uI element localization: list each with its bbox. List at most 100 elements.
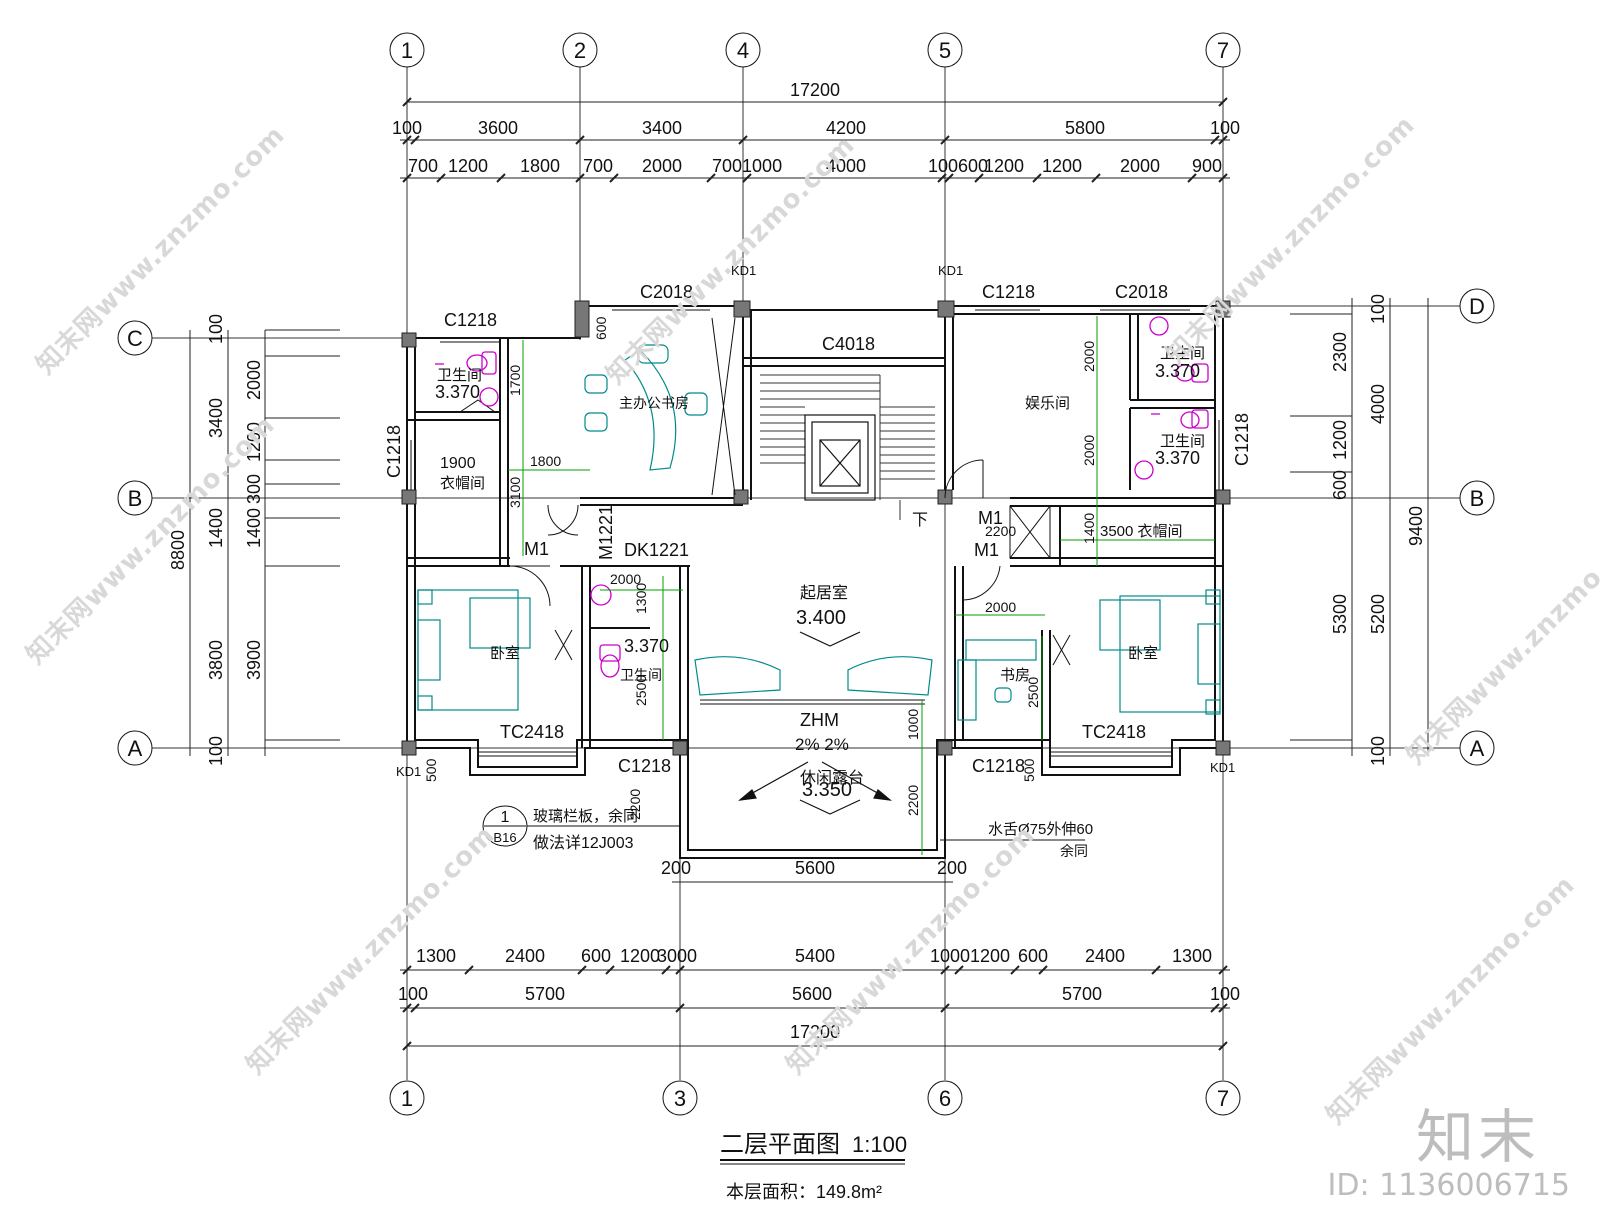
window-label: C1218 — [444, 310, 497, 330]
axis-bubble: A — [1470, 736, 1485, 761]
axis-bubbles-bottom: 1 3 6 7 — [389, 1080, 1241, 1116]
axis-bubble: 7 — [1217, 1086, 1229, 1111]
dim-left: 300 — [244, 474, 264, 504]
dim-top: 100 — [392, 118, 422, 138]
dim-top: 1200 — [448, 156, 488, 176]
slope-arrows — [738, 631, 892, 815]
interior-dim: 3100 — [507, 477, 523, 508]
interior-dim: 2200 — [985, 523, 1016, 539]
dim-top: 5800 — [1065, 118, 1105, 138]
window-label: TC2418 — [500, 722, 564, 742]
window-label: C4018 — [822, 334, 875, 354]
dim-top-total: 17200 — [790, 80, 840, 100]
dim-left-total: 8800 — [168, 530, 188, 570]
interior-dim: 1300 — [633, 583, 649, 614]
watermark-id: ID: 1136006715 — [1327, 1168, 1570, 1203]
room-bath-tr: 卫生间 — [1160, 345, 1205, 362]
window-label: C2018 — [1115, 282, 1168, 302]
note-text: 水舌Ø75外伸60 — [988, 821, 1093, 838]
room-bath-mid: 卫生间 — [620, 667, 662, 683]
dim-balcony: 200 — [937, 858, 967, 878]
dim-right: 2300 — [1330, 332, 1350, 372]
interior-dim: 500 — [1021, 758, 1037, 782]
watermark-logo: 知末 — [1415, 1103, 1540, 1171]
axis-bubble: 3 — [674, 1086, 686, 1111]
detail-notes: 1 B16 玻璃栏板，余同 做法详12J003 水舌Ø75外伸60 余同 — [482, 805, 1093, 859]
dim-top: 4200 — [826, 118, 866, 138]
floor-area: 本层面积：149.8m² — [726, 1182, 882, 1202]
axis-bubble: 6 — [939, 1086, 951, 1111]
dim-top: 4000 — [826, 156, 866, 176]
elevator-icon — [804, 414, 876, 501]
right-dimension-text: 100 2300 1200 600 5300 100 4000 5200 940… — [1330, 294, 1426, 766]
dim-top: 7001000 — [712, 156, 782, 176]
interior-dim: 2000 — [985, 599, 1016, 615]
dim-bottom: 1300 — [416, 946, 456, 966]
door-swings — [459, 317, 1071, 666]
axis-bubble: 5 — [939, 38, 951, 63]
dim-bottom: 2400 — [505, 946, 545, 966]
left-dimension-text: 100 2000 1200 300 1400 3900 100 3400 140… — [168, 314, 264, 766]
slope-label: 2% 2% — [795, 735, 849, 754]
axis-bubble: D — [1469, 294, 1485, 319]
door-label: M1221 — [596, 505, 616, 560]
axis-bubbles-left: C B A — [117, 320, 153, 766]
room-bath-tl: 卫生间 — [437, 367, 482, 384]
drawing-scale: 1:100 — [852, 1132, 907, 1157]
detail-sheet: B16 — [493, 830, 516, 845]
dim-right: 5200 — [1368, 594, 1388, 634]
window-label: C2018 — [640, 282, 693, 302]
stair-steps — [760, 374, 935, 520]
window-label: C1218 — [1232, 413, 1252, 466]
room-bath-mid-elev: 3.370 — [624, 636, 669, 656]
kd-label: KD1 — [938, 263, 963, 278]
dim-left: 3900 — [244, 640, 264, 680]
dim-top: 3400 — [642, 118, 682, 138]
top-dimension-lines — [400, 97, 1230, 183]
dim-right: 600 — [1330, 470, 1350, 500]
room-balcony-elev: 3.350 — [802, 779, 852, 801]
dim-right: 5300 — [1330, 594, 1350, 634]
dim-bottom: 1200 — [620, 946, 660, 966]
interior-dimension-lines — [508, 316, 1215, 855]
interior-dim: 2200 — [627, 789, 643, 820]
axis-bubble: 1 — [401, 1086, 413, 1111]
interior-dim: 2500 — [633, 675, 649, 706]
kd-label: KD1 — [731, 263, 756, 278]
door-label: M1 — [978, 508, 1003, 528]
dim-bottom: 5400 — [795, 946, 835, 966]
dim-right: 1200 — [1330, 420, 1350, 460]
kd-label: KD1 — [1210, 760, 1235, 775]
dim-top: 100 — [1210, 118, 1240, 138]
axis-bubbles-top: 1 2 4 5 7 — [389, 32, 1241, 68]
room-bath-r2: 卫生间 — [1160, 433, 1205, 450]
drawing-title: 二层平面图 — [720, 1131, 840, 1158]
bottom-dimension-lines — [400, 881, 1230, 1051]
room-living: 起居室 — [800, 584, 848, 602]
right-dimension-lines — [1290, 298, 1429, 756]
interior-dim: 1000 — [905, 709, 921, 740]
dim-bottom: 600 — [581, 946, 611, 966]
dim-bottom: 2400 — [1085, 946, 1125, 966]
dim-top: 1800 — [520, 156, 560, 176]
note-text: 做法详12J003 — [533, 834, 634, 852]
room-bath-r2-elev: 3.370 — [1155, 448, 1200, 468]
dim-right: 100 — [1368, 294, 1388, 324]
window-label: C1218 — [972, 756, 1025, 776]
component-labels: C1218 C2018 KD1 KD1 C1218 C2018 C4018 C1… — [384, 263, 1252, 820]
interior-dim: 600 — [593, 316, 609, 340]
interior-dim: 2000 — [610, 571, 641, 587]
axis-bubbles-right: D B A — [1459, 288, 1495, 766]
door-label: DK1221 — [624, 540, 689, 560]
interior-dim: 1700 — [507, 365, 523, 396]
window-label: C1218 — [384, 425, 404, 478]
window-label: C1218 — [982, 282, 1035, 302]
door-label: M1 — [524, 539, 549, 559]
dim-left: 3400 — [206, 398, 226, 438]
interior-dim: 2200 — [905, 785, 921, 816]
bathroom-fixtures — [435, 316, 1209, 678]
door-label: ZHM — [800, 710, 839, 730]
dim-balcony: 5600 — [795, 858, 835, 878]
dim-left: 1200 — [244, 422, 264, 462]
